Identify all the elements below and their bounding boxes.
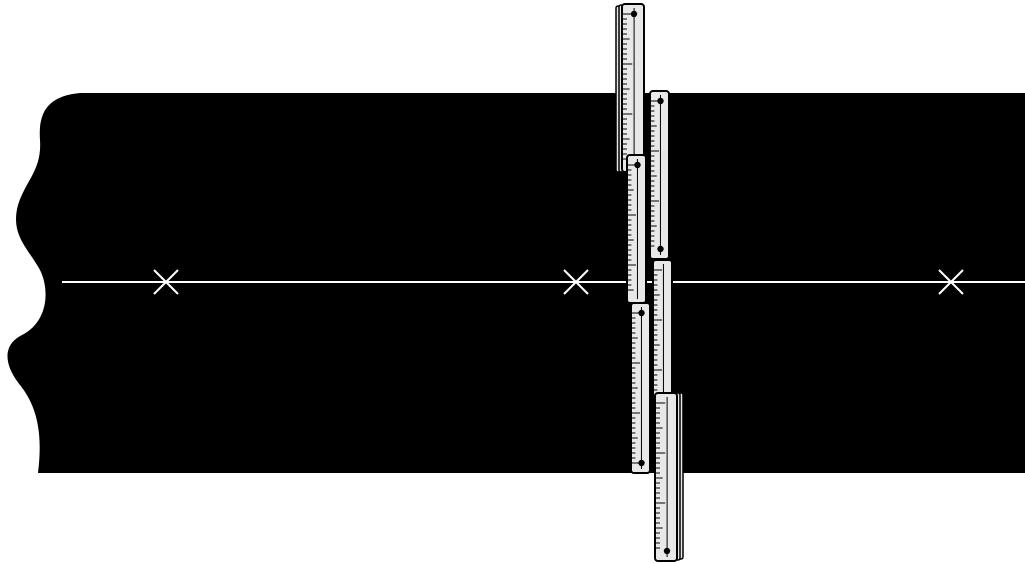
folding-ruler [615, 3, 684, 562]
x-marker [563, 269, 589, 295]
ruler-segment [654, 392, 684, 562]
x-marker [153, 269, 179, 295]
x-marker [938, 269, 964, 295]
ruler-segment [626, 154, 647, 304]
ruler-segment [652, 259, 673, 409]
ruler-segment [649, 90, 670, 260]
ruler-segment [630, 302, 651, 474]
ruler-segment [615, 3, 645, 173]
